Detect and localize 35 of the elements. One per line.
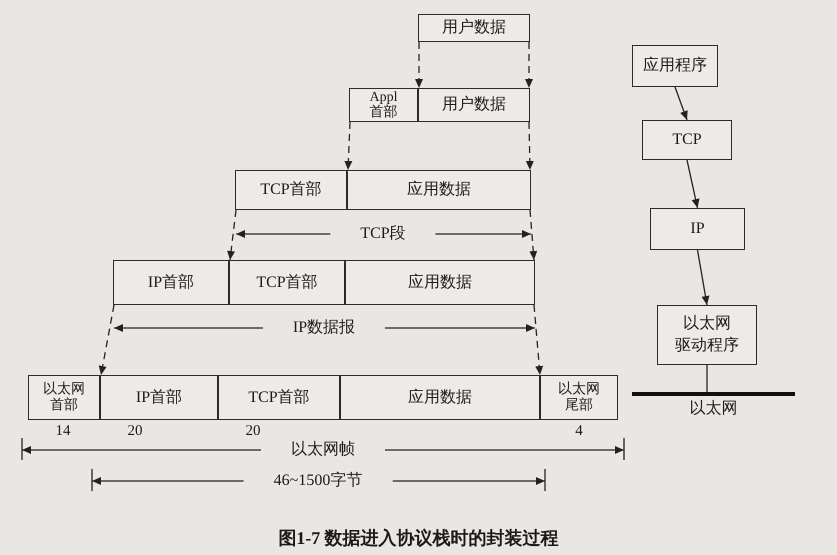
header-field-cell: IP首部 [113, 260, 229, 305]
connector-line [706, 365, 708, 392]
header-field-cell: IP首部 [100, 375, 218, 420]
header-field-cell: TCP首部 [235, 170, 347, 210]
arrow [696, 250, 710, 306]
byte-count: 20 [126, 423, 144, 440]
header-field-cell: TCP首部 [218, 375, 340, 420]
header-field-cell: 用户数据 [418, 88, 530, 122]
dashed-arrow [533, 304, 544, 376]
network-bus: 以太网 [632, 392, 795, 426]
figure-caption: 图1-7 数据进入协议栈时的封装过程 [277, 527, 560, 550]
arrow [686, 160, 700, 208]
dashed-arrow [525, 42, 533, 88]
header-field-cell: 应用数据 [347, 170, 531, 210]
dashed-arrow [526, 122, 534, 170]
header-field-cell: 应用数据 [345, 260, 535, 305]
byte-count: 14 [54, 423, 72, 440]
arrow [674, 86, 688, 120]
header-field-cell: 以太网首部 [28, 375, 100, 420]
dashed-arrow [344, 122, 352, 170]
data-cell: 用户数据 [418, 14, 530, 42]
dashed-arrow [227, 210, 237, 260]
header-field-cell: TCP首部 [229, 260, 345, 305]
header-field-cell: 以太网尾部 [540, 375, 618, 420]
byte-count: 20 [244, 423, 262, 440]
dashed-arrow [529, 210, 538, 260]
layer-box: IP [650, 208, 745, 250]
header-field-cell: Appl 首部 [349, 88, 418, 122]
header-field-cell: 应用数据 [340, 375, 540, 420]
dashed-arrow [98, 304, 115, 376]
dashed-arrow [415, 42, 423, 88]
layer-box: 以太网驱动程序 [657, 305, 757, 365]
layer-box: TCP [642, 120, 732, 160]
byte-count: 4 [574, 423, 584, 440]
layer-box: 应用程序 [632, 45, 718, 87]
